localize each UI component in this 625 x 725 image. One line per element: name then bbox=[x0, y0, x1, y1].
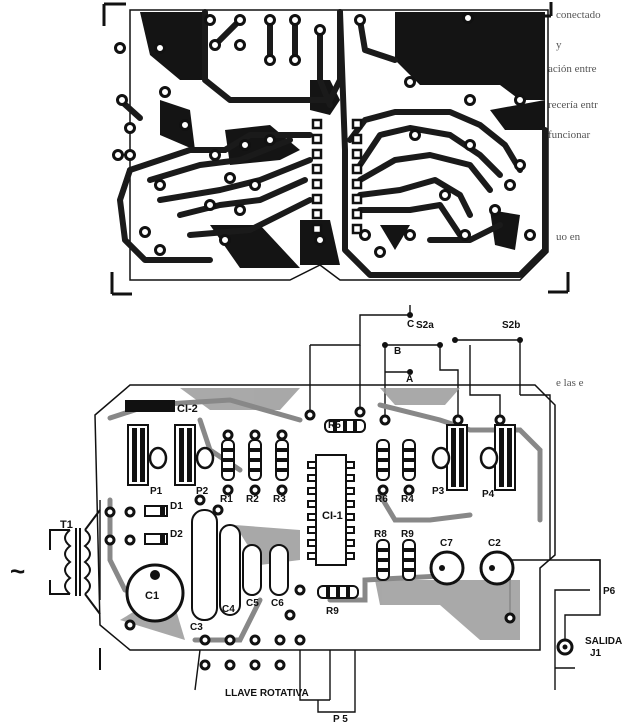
label-salida: SALIDA bbox=[585, 636, 622, 647]
bg-line: ación entre bbox=[548, 63, 597, 75]
copper-fill bbox=[140, 12, 545, 268]
capacitor-c1 bbox=[125, 563, 185, 623]
capacitors-film bbox=[191, 509, 289, 621]
pcb-component-panel bbox=[49, 384, 556, 671]
pcb-copper-panel bbox=[102, 2, 570, 296]
label-p6: P6 bbox=[603, 586, 616, 597]
label-d1: D1 bbox=[170, 501, 183, 512]
label-ci1: CI-1 bbox=[322, 510, 343, 522]
label-c6: C6 bbox=[271, 598, 284, 609]
label-d2: D2 bbox=[170, 529, 183, 540]
board-outline-bottom bbox=[94, 384, 556, 651]
diodes bbox=[144, 505, 168, 545]
capacitor-c7-c2 bbox=[429, 550, 515, 586]
transformer bbox=[49, 509, 101, 615]
label-a: A bbox=[406, 374, 413, 385]
label-c2: C2 bbox=[488, 538, 501, 549]
label-p4: P4 bbox=[482, 489, 495, 500]
label-j1: J1 bbox=[590, 648, 602, 659]
ci2-body bbox=[125, 400, 175, 412]
label-r9b: R9 bbox=[326, 606, 339, 617]
label-ci2: CI-2 bbox=[177, 403, 198, 415]
ac-source-icon: ~ bbox=[10, 556, 25, 586]
corner-mark bbox=[102, 2, 126, 26]
label-c3: C3 bbox=[190, 622, 203, 633]
output-jack bbox=[556, 638, 574, 656]
bg-line: e las e bbox=[556, 377, 584, 389]
label-p5: P 5 bbox=[333, 714, 348, 725]
switch-contacts bbox=[382, 312, 523, 375]
bg-line: funcionar bbox=[548, 129, 590, 141]
bg-line: conectado bbox=[556, 9, 601, 21]
board-outline bbox=[129, 9, 549, 281]
label-r6: R6 bbox=[375, 494, 388, 505]
resistors bbox=[221, 419, 416, 599]
ci1-pins bbox=[307, 461, 355, 560]
label-c7: C7 bbox=[440, 538, 453, 549]
label-c1: C1 bbox=[145, 590, 159, 602]
bg-line: uo en bbox=[556, 231, 581, 243]
p6-bracket bbox=[590, 559, 601, 616]
component-pads bbox=[104, 406, 516, 671]
label-c4: C4 bbox=[222, 604, 235, 615]
label-p3: P3 bbox=[432, 486, 445, 497]
label-s2a: S2a bbox=[416, 320, 434, 331]
label-c: C bbox=[407, 319, 414, 330]
labels: CI-2 CI-1 P1 P2 P3 P4 R1 R2 R3 R4 R5 R6 … bbox=[10, 319, 622, 725]
label-t1: T1 bbox=[60, 519, 73, 531]
label-s2b: S2b bbox=[502, 320, 520, 331]
label-p1: P1 bbox=[150, 486, 163, 497]
label-r3: R3 bbox=[273, 494, 286, 505]
copper-pads bbox=[112, 12, 536, 258]
label-b: B bbox=[394, 346, 401, 357]
label-r1: R1 bbox=[220, 494, 233, 505]
label-r8: R8 bbox=[374, 529, 387, 540]
corner-mark bbox=[110, 272, 132, 296]
bg-line: recería entr bbox=[548, 99, 598, 111]
label-r4: R4 bbox=[401, 494, 414, 505]
label-llave-rotativa: LLAVE ROTATIVA bbox=[225, 688, 309, 699]
label-c5: C5 bbox=[246, 598, 259, 609]
bg-line: y bbox=[556, 39, 562, 51]
ci1-body bbox=[315, 454, 347, 566]
corner-mark bbox=[548, 272, 570, 294]
p5-bracket bbox=[317, 700, 356, 713]
label-r2: R2 bbox=[246, 494, 259, 505]
background-text: conectado y ación entre recería entr fun… bbox=[548, 9, 601, 389]
label-r9: R9 bbox=[401, 529, 414, 540]
label-p2: P2 bbox=[196, 486, 209, 497]
label-r5: R5 bbox=[328, 420, 341, 431]
